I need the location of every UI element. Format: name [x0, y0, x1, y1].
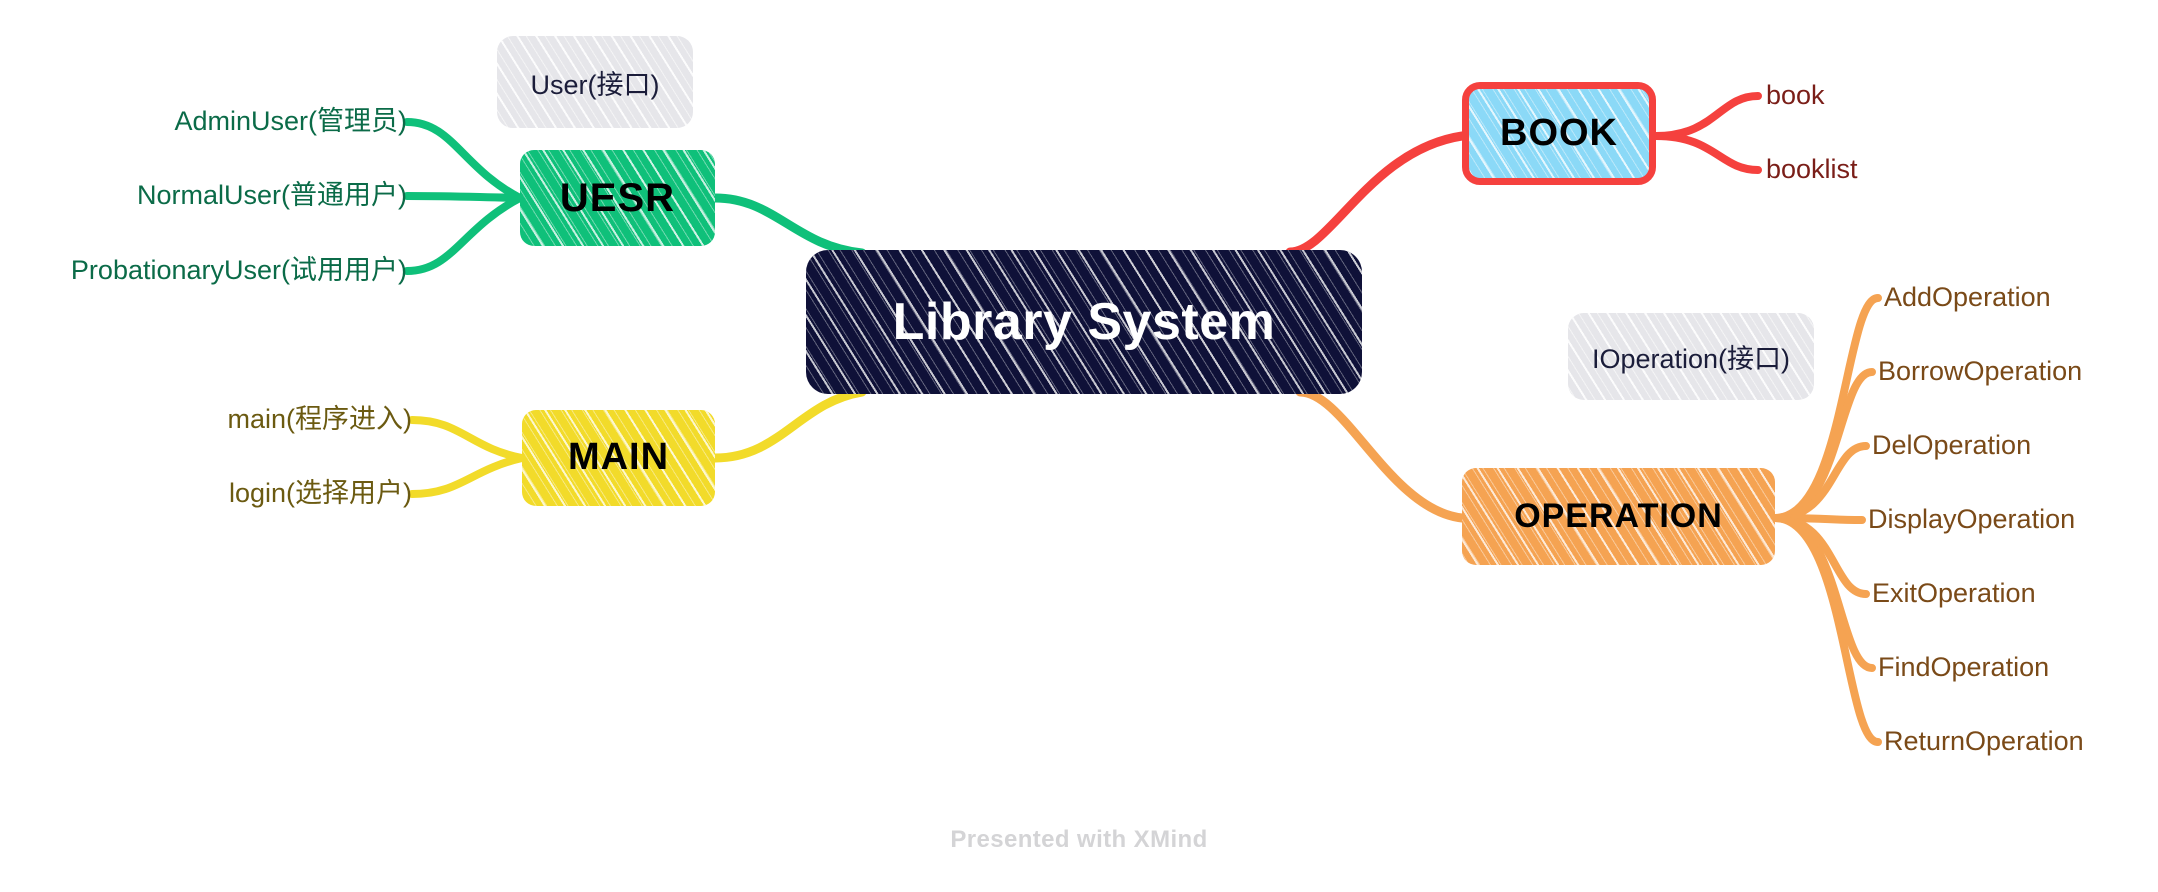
- leaf-label-returnoperation[interactable]: ReturnOperation: [1884, 726, 2084, 756]
- central-topic-label: Library System: [892, 292, 1276, 351]
- note-ioperation-interface[interactable]: IOperation(接口): [1568, 313, 1814, 400]
- edge-main-mainmethod: [408, 416, 526, 462]
- note-ioperation-interface-label: IOperation(接口): [1591, 344, 1791, 374]
- branch-node-operation[interactable]: OPERATION: [1462, 468, 1775, 565]
- leaf-label-adminuser[interactable]: AdminUser(管理员): [174, 106, 407, 136]
- leaf-label-exitoperation[interactable]: ExitOperation: [1872, 578, 2036, 608]
- branch-node-operation-label: OPERATION: [1514, 496, 1723, 535]
- leaf-label-probationaryuser[interactable]: ProbationaryUser(试用用户): [70, 255, 407, 285]
- leaf-label-borrowoperation[interactable]: BorrowOperation: [1878, 356, 2083, 386]
- edge-uesr-normaluser: [403, 192, 524, 202]
- central-topic-library-system[interactable]: Library System: [806, 250, 1362, 394]
- branch-node-uesr[interactable]: UESR: [520, 150, 715, 246]
- edge-operation-findoperation: [1771, 514, 1876, 672]
- leaf-label-displayoperation[interactable]: DisplayOperation: [1868, 504, 2076, 534]
- branch-node-book[interactable]: BOOK: [1462, 82, 1656, 185]
- edge-book-book: [1652, 92, 1762, 140]
- edge-uesr-adminuser: [403, 118, 524, 202]
- leaf-label-login[interactable]: login(选择用户): [228, 478, 412, 508]
- edge-central-main: [710, 387, 867, 463]
- branch-node-book-label: BOOK: [1500, 111, 1618, 154]
- leaf-label-normaluser[interactable]: NormalUser(普通用户): [137, 180, 407, 210]
- edge-operation-displayoperation: [1771, 514, 1866, 524]
- leaf-label-book[interactable]: book: [1766, 80, 1825, 110]
- edge-operation-exitoperation: [1771, 514, 1870, 598]
- note-user-interface[interactable]: User(接口): [497, 36, 693, 128]
- leaf-label-addoperation[interactable]: AddOperation: [1884, 282, 2051, 312]
- edge-operation-returnoperation: [1771, 514, 1882, 746]
- edge-uesr-probationaryuser: [403, 194, 524, 275]
- leaf-label-findoperation[interactable]: FindOperation: [1878, 652, 2050, 682]
- edge-central-uesr: [710, 193, 867, 258]
- leaf-label-main-method[interactable]: main(程序进入): [227, 404, 412, 434]
- edge-central-book: [1285, 131, 1467, 257]
- edge-main-login: [408, 454, 526, 498]
- note-user-interface-label: User(接口): [530, 69, 660, 100]
- branch-node-uesr-label: UESR: [559, 176, 676, 220]
- xmind-watermark: Presented with XMind: [950, 826, 1208, 853]
- edge-operation-deloperation: [1771, 442, 1870, 522]
- edge-book-booklist: [1652, 132, 1762, 174]
- edge-central-operation: [1295, 387, 1467, 523]
- branch-node-main-label: MAIN: [567, 436, 670, 479]
- branch-node-main[interactable]: MAIN: [522, 410, 715, 506]
- leaf-label-booklist[interactable]: booklist: [1766, 154, 1858, 184]
- leaf-label-deloperation[interactable]: DelOperation: [1872, 430, 2032, 460]
